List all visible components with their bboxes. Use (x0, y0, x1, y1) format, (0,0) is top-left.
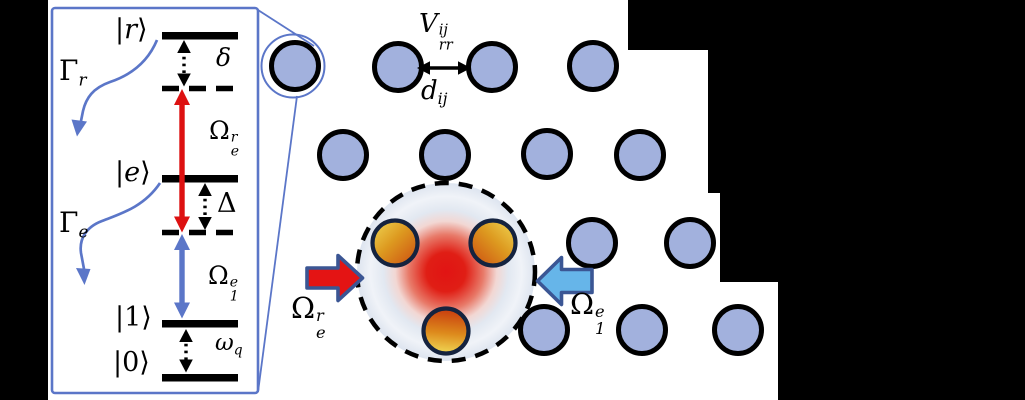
lattice-atom (566, 217, 618, 269)
excited-atom (370, 218, 420, 268)
ket-e-label: |e⟩ (115, 157, 151, 188)
lattice-atom (372, 41, 424, 93)
lattice-atom (518, 304, 570, 356)
lattice-atom (317, 129, 369, 181)
gamma-r-label: Γr (59, 54, 87, 90)
gamma-e-label: Γe (59, 206, 89, 242)
lattice-atom (664, 217, 716, 269)
excited-atom (468, 218, 518, 268)
level-diagram (50, 6, 260, 395)
blue-block-arrow (535, 255, 594, 307)
distance-dij-label: dij (421, 76, 448, 108)
magnifier-connectors (257, 9, 315, 393)
level-bar-e (162, 175, 238, 183)
ket-0-label: |0⟩ (113, 347, 150, 378)
lattice-atom (614, 129, 666, 181)
level-bar-0 (162, 374, 238, 382)
distance-arrow (417, 61, 471, 75)
qubit-frequency-arrow (179, 329, 193, 373)
lattice-atom (712, 304, 764, 356)
decay-arrow-gamma-r (71, 39, 159, 137)
level-bar-1 (162, 320, 238, 328)
lattice-atom (466, 41, 518, 93)
decay-arrow-gamma-e (76, 182, 162, 285)
delta-detuning-arrow (177, 40, 191, 87)
excited-atom (421, 306, 471, 356)
delta-label: δ (216, 43, 232, 72)
level-diagram-box (50, 6, 260, 395)
omega-q-label: ωq (215, 330, 243, 359)
lattice-atom (567, 40, 619, 92)
red-block-arrow (305, 253, 365, 303)
level-bar-r (162, 32, 238, 40)
lattice-atom (521, 128, 573, 180)
magnifier-connector-line (257, 95, 298, 393)
magnifier-circle (260, 33, 326, 99)
ket-1-label: |1⟩ (115, 302, 152, 333)
Delta-label: Δ (217, 188, 237, 219)
red-rabi-arrow (174, 89, 190, 233)
lattice-atom (419, 129, 471, 181)
magnifier-connector-line (257, 9, 315, 47)
blue-rabi-arrow (174, 234, 190, 319)
lattice-atom (269, 40, 321, 92)
ket-r-label: |r⟩ (115, 14, 148, 45)
lattice-atom (616, 304, 668, 356)
Delta-detuning-arrow (198, 183, 212, 230)
